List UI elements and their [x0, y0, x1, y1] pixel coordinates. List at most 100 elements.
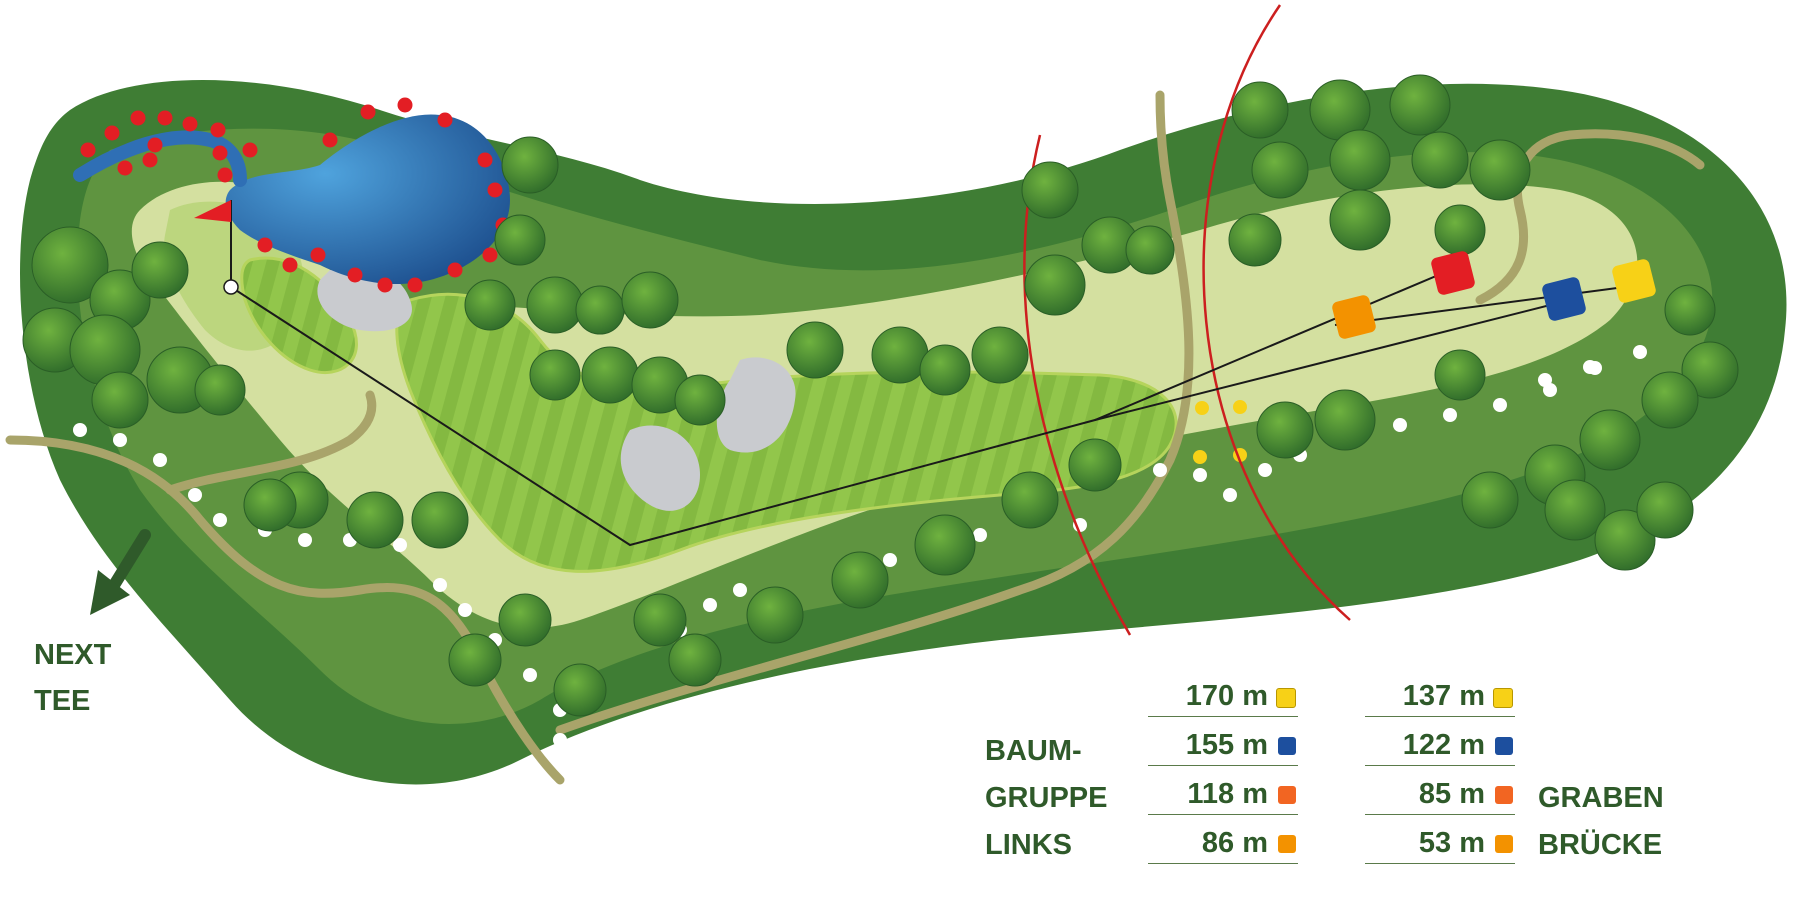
white-boundary-dot	[298, 533, 312, 547]
tree-icon	[633, 593, 687, 647]
distance-row: 170 m	[1148, 678, 1298, 717]
tree-icon	[131, 241, 189, 299]
arrow-icon	[90, 529, 151, 615]
tree-icon	[1664, 284, 1716, 336]
tee-color-swatch	[1278, 835, 1296, 853]
tree-icon	[243, 478, 297, 532]
tree-icon	[1125, 225, 1175, 275]
distance-row: 118 m	[1148, 776, 1298, 815]
distance-row: 122 m	[1365, 727, 1515, 766]
yellow-marker-dot	[1233, 400, 1247, 414]
play-line-blue	[1094, 299, 1571, 421]
red-hazard-dot	[104, 125, 120, 141]
distance-row: 85 m	[1365, 776, 1515, 815]
distance-row: 86 m	[1148, 825, 1298, 864]
tree-icon	[1411, 131, 1469, 189]
ditch-line	[1202, 4, 1351, 621]
white-boundary-dot	[1393, 418, 1407, 432]
red-hazard-dot	[80, 142, 96, 158]
tree-icon	[1329, 189, 1391, 251]
red-tee[interactable]	[1430, 250, 1476, 296]
red-hazard-dot	[217, 167, 233, 183]
tree-icon	[1469, 139, 1531, 201]
blue-tee[interactable]	[1541, 276, 1587, 322]
red-hazard-dot	[397, 97, 413, 113]
tee-color-swatch	[1278, 737, 1296, 755]
tree-icon	[831, 551, 889, 609]
red-hazard-dot	[347, 267, 363, 283]
tree-icon	[1329, 129, 1391, 191]
orange-tee[interactable]	[1331, 294, 1377, 340]
white-boundary-dot	[1258, 463, 1272, 477]
red-hazard-dot	[282, 257, 298, 273]
white-boundary-dot	[188, 488, 202, 502]
tree-icon	[1024, 254, 1086, 316]
baumgruppe-line-1: BAUM-	[985, 735, 1082, 767]
tree-icon	[448, 633, 502, 687]
cart-path-bottom	[555, 90, 1194, 735]
white-boundary-dot	[213, 513, 227, 527]
tree-icon	[914, 514, 976, 576]
distance-value: 53 m	[1418, 827, 1485, 859]
stream	[73, 130, 247, 187]
tree-icon	[1434, 349, 1486, 401]
white-boundary-dot	[883, 553, 897, 567]
white-boundary-dot	[433, 578, 447, 592]
distance-value: 118 m	[1187, 778, 1268, 810]
distance-value: 85 m	[1418, 778, 1485, 810]
tree-icon	[1641, 371, 1699, 429]
hole-cup	[223, 279, 239, 295]
tree-icon	[31, 226, 109, 304]
tree-icon	[575, 285, 625, 335]
red-hazard-dot	[487, 182, 503, 198]
white-boundary-dot	[113, 433, 127, 447]
white-boundary-dot	[1583, 360, 1597, 374]
tree-icon	[581, 346, 639, 404]
white-boundary-dot	[703, 598, 717, 612]
yellow-tee[interactable]	[1611, 258, 1657, 304]
tree-icon	[871, 326, 929, 384]
white-boundary-dot	[1443, 408, 1457, 422]
white-boundary-dot	[1223, 488, 1237, 502]
tee-color-swatch	[1493, 688, 1513, 708]
tree-icon	[1256, 401, 1314, 459]
tree-icon	[1389, 74, 1451, 136]
cart-path-right	[1475, 129, 1705, 305]
distance-row: 53 m	[1365, 825, 1515, 864]
tree-icon	[346, 491, 404, 549]
tree-icon	[1314, 389, 1376, 451]
red-hazard-dot	[117, 160, 133, 176]
next-tee-label: NEXT TEE	[34, 638, 111, 718]
white-boundary-dot	[1538, 373, 1552, 387]
white-boundary-dot	[1153, 463, 1167, 477]
distance-value: 170 m	[1185, 680, 1268, 712]
graben-line-1: GRABEN	[1538, 782, 1664, 814]
play-line-yellow	[1334, 284, 1641, 326]
white-boundary-dot	[458, 603, 472, 617]
baumgruppe-line-2: GRUPPE	[985, 782, 1108, 814]
tree-icon	[553, 663, 607, 717]
yellow-marker-dot	[1195, 401, 1209, 415]
distance-value: 155 m	[1185, 729, 1268, 761]
tree-icon	[1681, 341, 1739, 399]
red-hazard-dot	[322, 132, 338, 148]
tree-icon	[1231, 81, 1289, 139]
red-hazard-dot	[147, 137, 163, 153]
tree-icon	[91, 371, 149, 429]
tree-icon	[526, 276, 584, 334]
baumgruppe-line-3: LINKS	[985, 829, 1072, 861]
tree-icon	[194, 364, 246, 416]
bunker	[620, 425, 700, 511]
tree-icon	[464, 279, 516, 331]
red-hazard-dot	[142, 152, 158, 168]
water-hazard-markers	[80, 97, 511, 293]
tree-icon	[746, 586, 804, 644]
red-hazard-dot	[477, 152, 493, 168]
red-hazard-dot	[377, 277, 393, 293]
tree-icon	[786, 321, 844, 379]
red-hazard-dot	[482, 247, 498, 263]
tee-color-swatch	[1495, 835, 1513, 853]
tree-group	[22, 74, 1739, 717]
distance-row: 137 m	[1365, 678, 1515, 717]
